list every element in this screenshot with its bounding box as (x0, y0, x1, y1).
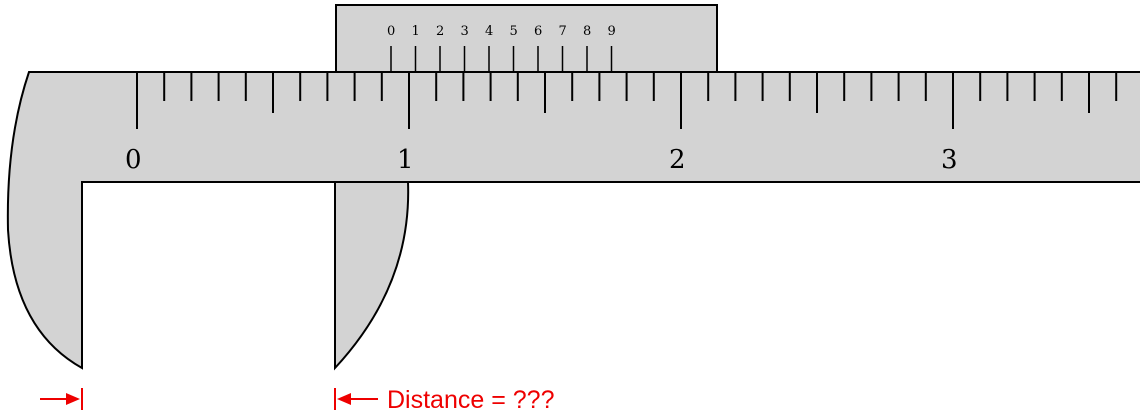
vernier-scale-label: 9 (608, 24, 616, 39)
distance-caption: Distance = ??? (387, 386, 554, 414)
vernier-scale-label: 5 (510, 24, 518, 39)
main-scale-label: 1 (397, 145, 414, 175)
vernier-scale-label: 0 (387, 24, 395, 39)
main-scale-label: 2 (669, 145, 686, 175)
right-arrow-head (337, 393, 351, 405)
vernier-scale-label: 2 (436, 24, 444, 39)
vernier-scale-ticks (390, 46, 613, 73)
vernier-scale-labels: 0 1 2 3 4 5 6 7 8 9 (387, 24, 616, 39)
distance-annotation: Distance = ??? (40, 386, 554, 414)
vernier-scale-label: 4 (485, 24, 493, 39)
vernier-scale-label: 7 (559, 24, 567, 39)
vernier-scale-label: 6 (534, 24, 542, 39)
main-beam-fixed-jaw (6, 71, 1140, 370)
main-scale-label: 3 (941, 145, 958, 175)
main-scale-labels: 0 1 2 3 (125, 145, 958, 175)
left-arrow-head (66, 393, 80, 405)
main-scale-label: 0 (125, 145, 142, 175)
movable-jaw (334, 181, 410, 371)
main-scale-ticks (136, 73, 1118, 129)
vernier-scale-label: 3 (461, 24, 469, 39)
vernier-scale-label: 8 (583, 24, 591, 39)
vernier-slider (335, 4, 718, 76)
vernier-scale-label: 1 (412, 24, 420, 39)
